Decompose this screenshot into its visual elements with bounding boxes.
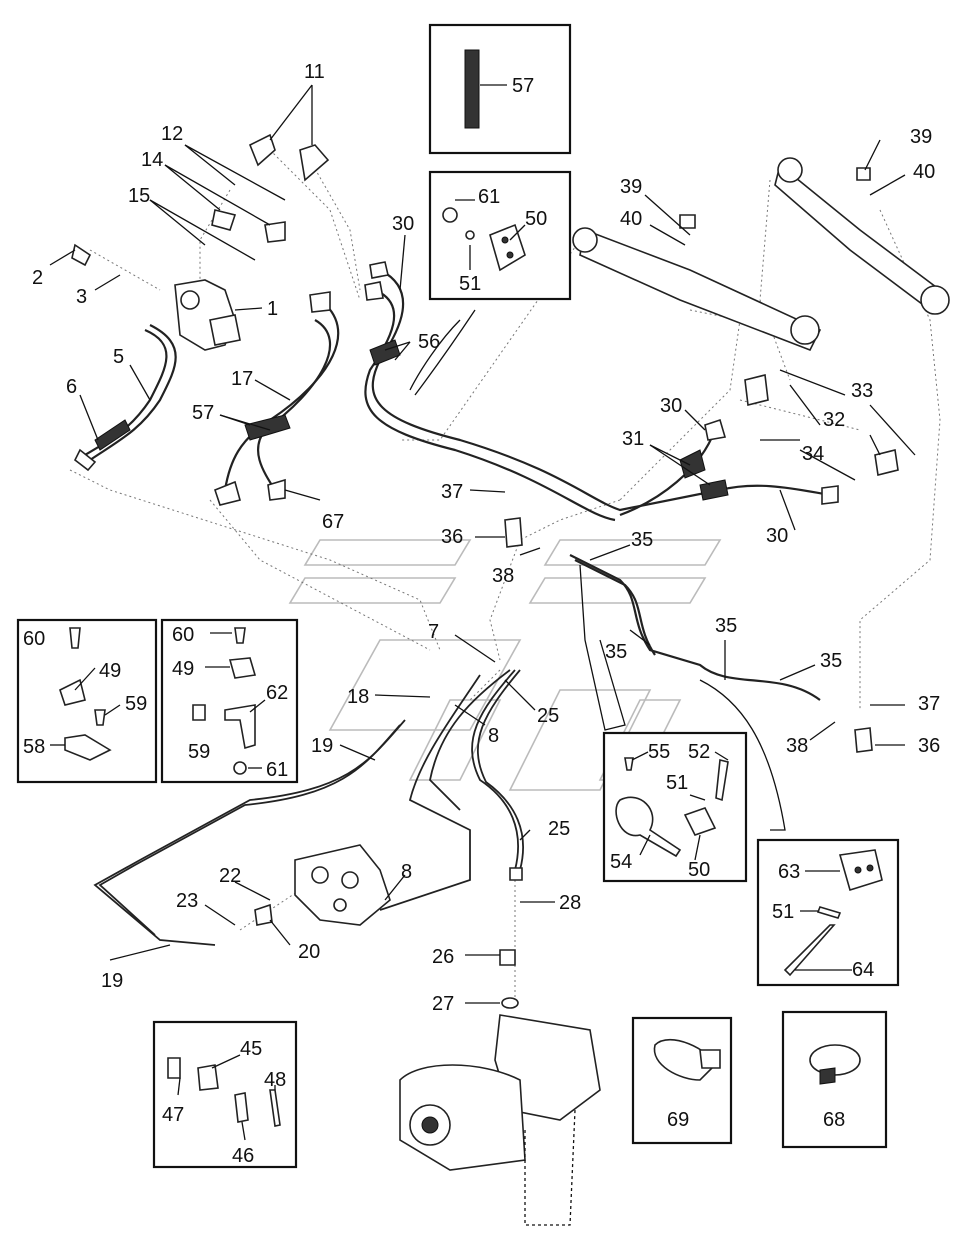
label-12: 12 [161,123,183,145]
inset-label-64: 64 [852,959,874,981]
inset-69-tie [631,1016,733,1145]
inset-label-45: 45 [240,1038,262,1060]
label-26: 26 [432,946,454,968]
label-8: 8 [401,861,412,883]
label-37: 37 [918,693,940,715]
label-5: 5 [113,346,124,368]
inset-label-51: 51 [772,901,794,923]
inset-68-clamp [781,1010,888,1149]
label-31: 31 [622,428,644,450]
inset-left-clamp [16,618,158,784]
label-3: 3 [76,286,87,308]
fittings-right [504,374,899,753]
inset-label-58: 58 [23,736,45,758]
tubes-8-19-25 [93,669,524,946]
label-7: 7 [428,621,439,643]
inset-label-54: 54 [610,851,632,873]
label-67: 67 [322,511,344,533]
inset-mid-bracket [160,618,299,784]
steering-cylinders [572,157,950,352]
inset-label-47: 47 [162,1104,184,1126]
inset-label-60: 60 [172,624,194,646]
inset-label-61: 61 [478,186,500,208]
label-30: 30 [660,395,682,417]
label-39: 39 [910,126,932,148]
label-35: 35 [605,641,627,663]
hydraulic-pump [399,949,601,1226]
label-27: 27 [432,993,454,1015]
inset-label-50: 50 [525,208,547,230]
inset-63-clamp [756,838,900,987]
label-15: 15 [128,185,150,207]
inset-label-50: 50 [688,859,710,881]
label-33: 33 [851,380,873,402]
label-36: 36 [918,735,940,757]
inset-label-48: 48 [264,1069,286,1091]
label-34: 34 [802,443,824,465]
label-23: 23 [176,890,198,912]
inset-label-55: 55 [648,741,670,763]
control-valve-block [254,844,391,926]
inset-61-50-51 [428,170,572,301]
label-19: 19 [101,970,123,992]
inset-label-63: 63 [778,861,800,883]
label-36: 36 [441,526,463,548]
label-40: 40 [913,161,935,183]
inset-label-59: 59 [125,693,147,715]
label-35: 35 [715,615,737,637]
inset-label-46: 46 [232,1145,254,1167]
inset-label-51: 51 [666,772,688,794]
inset-label-49: 49 [172,658,194,680]
hose-30-56 [364,261,839,522]
inset-label-61: 61 [266,759,288,781]
inset-55-clamp [602,731,748,883]
label-20: 20 [298,941,320,963]
label-17: 17 [231,368,253,390]
label-19: 19 [311,735,333,757]
label-40: 40 [620,208,642,230]
label-35: 35 [631,529,653,551]
label-18: 18 [347,686,369,708]
label-57: 57 [192,402,214,424]
leader-lines [49,84,916,1004]
inset-label-60: 60 [23,628,45,650]
part-number-labels: 11 12 14 15 2 3 1 5 6 17 57 67 30 56 37 … [23,61,940,1167]
label-8: 8 [488,725,499,747]
label-38: 38 [492,565,514,587]
label-38: 38 [786,735,808,757]
steering-valve-assembly [71,133,330,351]
label-56: 56 [418,331,440,353]
label-37: 37 [441,481,463,503]
label-22: 22 [219,865,241,887]
inset-label-68: 68 [823,1109,845,1131]
label-14: 14 [141,149,163,171]
label-2: 2 [32,267,43,289]
inset-label-52: 52 [688,741,710,763]
label-25: 25 [548,818,570,840]
label-30: 30 [392,213,414,235]
label-35: 35 [820,650,842,672]
inset-57 [428,23,572,155]
label-32: 32 [823,409,845,431]
label-6: 6 [66,376,77,398]
inset-45-clip [152,1020,298,1169]
inset-label-69: 69 [667,1109,689,1131]
inset-label-51: 51 [459,273,481,295]
hose-5-6 [73,324,177,472]
inset-label-57: 57 [512,75,534,97]
label-39: 39 [620,176,642,198]
label-28: 28 [559,892,581,914]
label-1: 1 [267,298,278,320]
inset-label-59: 59 [188,741,210,763]
inset-label-49: 49 [99,660,121,682]
inset-label-62: 62 [266,682,288,704]
label-30: 30 [766,525,788,547]
label-11: 11 [304,61,325,83]
hose-17 [214,291,340,506]
label-25: 25 [537,705,559,727]
watermark-logo [288,539,722,791]
